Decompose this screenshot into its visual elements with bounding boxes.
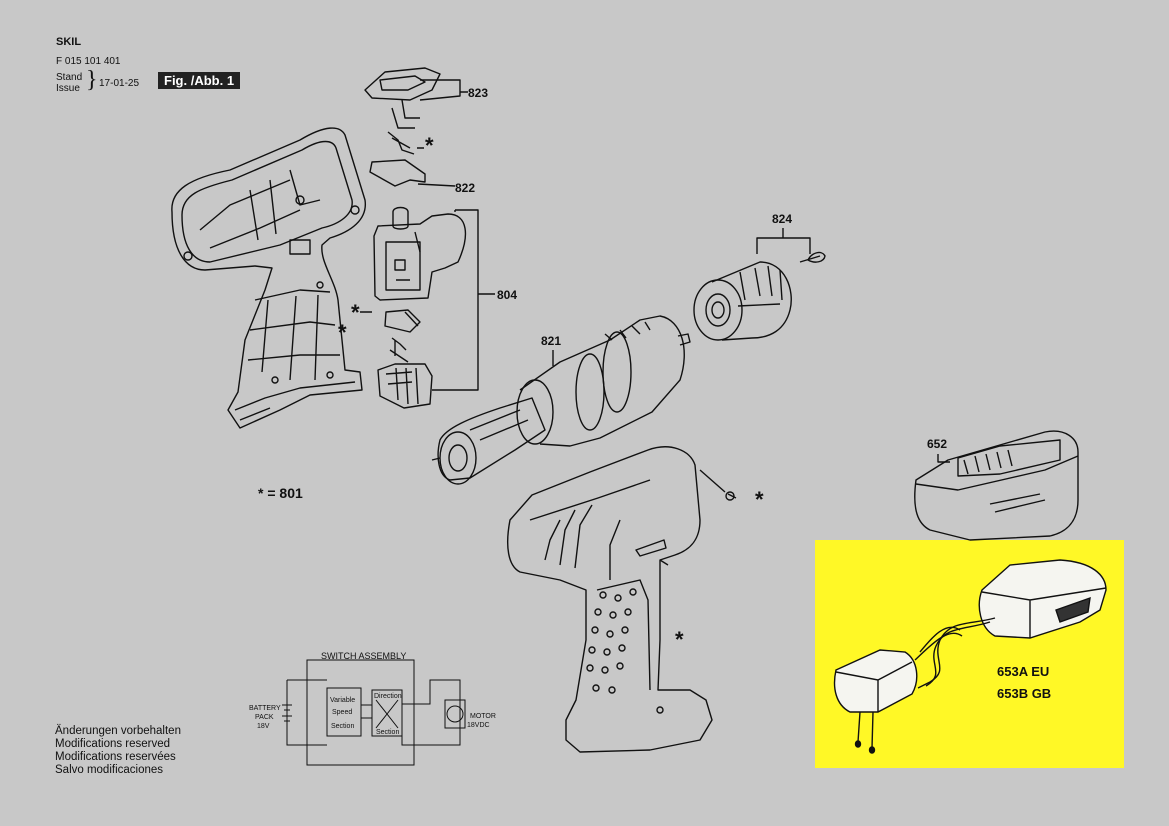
variable-label-3: Section xyxy=(331,723,354,730)
motor-label-1: MOTOR xyxy=(470,713,496,720)
variable-label-2: Speed xyxy=(332,709,352,716)
direction-label-1: Direction xyxy=(374,693,402,700)
switch-parts xyxy=(364,67,467,409)
callout-824: 824 xyxy=(772,212,793,226)
stand-label: Stand xyxy=(56,72,83,83)
battery-pack xyxy=(914,430,1079,541)
stand-issue-label: Stand Issue xyxy=(56,72,82,94)
star-marker: * xyxy=(425,133,434,158)
callout-822: 822 xyxy=(455,181,476,195)
battery-label-1: BATTERY xyxy=(249,705,281,712)
star-marker: * xyxy=(755,487,764,512)
gearbox-motor xyxy=(431,315,691,485)
wiring-title: SWITCH ASSEMBLY xyxy=(321,651,406,661)
note-line: Modifications reservées xyxy=(55,751,176,763)
issue-label: Issue xyxy=(56,83,80,94)
brace-glyph: } xyxy=(86,67,98,93)
figure-label: Fig. /Abb. 1 xyxy=(158,72,241,89)
note-line: Änderungen vorbehalten xyxy=(55,725,181,737)
charger-label-gb: 653B GB xyxy=(997,686,1052,701)
charger-label-eu: 653A EU xyxy=(997,664,1050,679)
brand-label: SKIL xyxy=(56,36,82,48)
battery-label-2: PACK xyxy=(255,714,274,721)
star-marker: * xyxy=(338,320,347,345)
star-legend: * = 801 xyxy=(258,485,303,501)
document-number: F 015 101 401 xyxy=(56,56,121,67)
issue-date: 17-01-25 xyxy=(99,78,140,89)
charger-drawing xyxy=(833,559,1107,754)
callout-823: 823 xyxy=(468,86,489,100)
direction-label-2: Section xyxy=(376,729,399,736)
callout-652: 652 xyxy=(927,437,948,451)
note-line: Modifications reserved xyxy=(55,738,171,750)
housing-right-half xyxy=(507,446,737,753)
callout-804: 804 xyxy=(497,288,518,302)
wiring-labels: SWITCH ASSEMBLY BATTERY PACK 18V Variabl… xyxy=(249,651,496,736)
housing-left-half xyxy=(171,127,366,429)
star-marker: * xyxy=(351,300,360,325)
motor-label-2: 18VDC xyxy=(467,722,490,729)
switch-assembly-wiring-diagram xyxy=(282,659,466,766)
callout-821: 821 xyxy=(541,334,562,348)
battery-label-3: 18V xyxy=(257,723,270,730)
note-line: Salvo modificaciones xyxy=(55,764,164,776)
callout-brackets xyxy=(360,79,950,463)
chuck xyxy=(693,251,826,341)
star-marker: * xyxy=(675,627,684,652)
modification-notes: Änderungen vorbehalten Modifications res… xyxy=(55,725,181,777)
variable-label-1: Variable xyxy=(330,697,355,704)
